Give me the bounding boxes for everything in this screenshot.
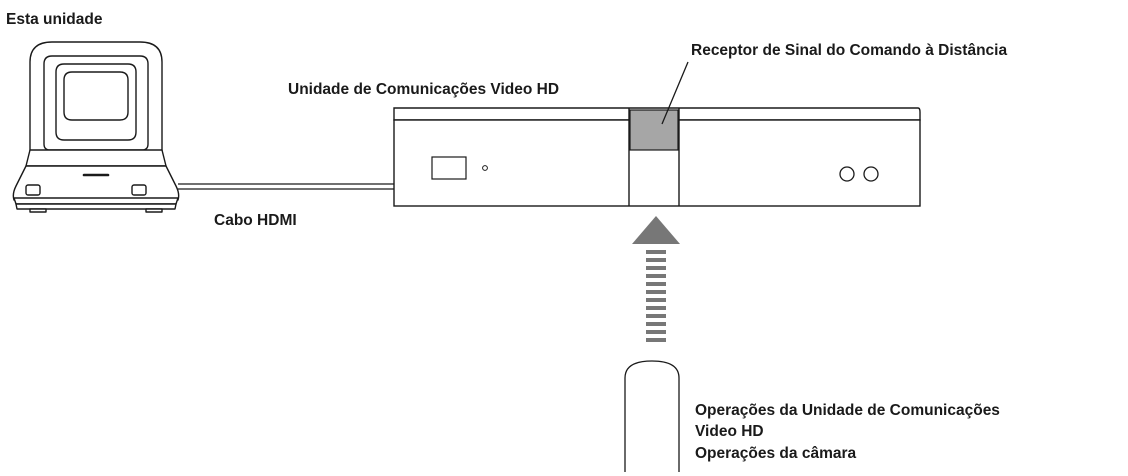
- ir-signal-dash: [646, 322, 666, 326]
- ir-signal-dash: [646, 258, 666, 262]
- ir-signal-dash: [646, 282, 666, 286]
- hd-communications-unit: [393, 107, 921, 207]
- hdmi-cable: [178, 183, 396, 190]
- ir-signal-dash: [646, 298, 666, 302]
- label-hd-communications-unit: Unidade de Comunicações Video HD: [288, 81, 559, 98]
- receiver-pointer-line: [661, 61, 689, 125]
- label-remote-operations-line2: Video HD: [695, 423, 764, 440]
- label-hdmi-cable: Cabo HDMI: [214, 212, 297, 229]
- ir-signal-arrow: [632, 216, 680, 342]
- remote-signal-receiver: [629, 109, 679, 151]
- ir-signal-dash: [646, 266, 666, 270]
- ir-signal-dash: [646, 338, 666, 342]
- label-remote-operations-line3: Operações da câmara: [695, 445, 857, 462]
- ir-signal-dash: [646, 314, 666, 318]
- remote-control: [624, 360, 680, 472]
- label-remote-operations-line1: Operações da Unidade de Comunicações: [695, 402, 1000, 419]
- label-remote-signal-receiver: Receptor de Sinal do Comando à Distância: [691, 42, 1007, 59]
- ir-signal-dash: [646, 290, 666, 294]
- ir-signal-dash: [646, 274, 666, 278]
- camera-unit: [12, 41, 180, 213]
- label-this-unit: Esta unidade: [6, 11, 103, 28]
- ir-signal-dash: [646, 250, 666, 254]
- ir-signal-dash: [646, 306, 666, 310]
- ir-signal-dash: [646, 330, 666, 334]
